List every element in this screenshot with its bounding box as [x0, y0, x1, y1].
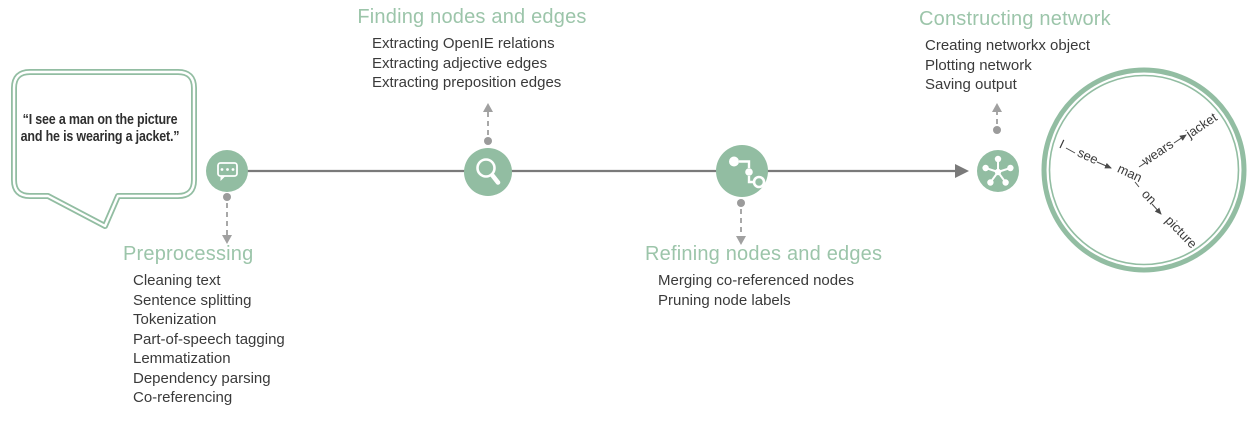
output-network-circle: I see man wears jacket on picture: [1041, 67, 1247, 273]
graph-node-label: I: [1057, 136, 1067, 151]
stage-item: Saving output: [925, 76, 1017, 93]
connector-dot: [993, 126, 1001, 134]
stage-item: Tokenization: [133, 311, 217, 328]
connector-dot: [223, 193, 231, 201]
stage-item: Co-referencing: [133, 389, 233, 406]
stage-node-refining: [716, 145, 768, 197]
stage-item: Creating networkx object: [925, 37, 1091, 54]
graph-edge: [1134, 181, 1140, 188]
chat-bubble-icon: [217, 162, 238, 181]
circle-outer-ring: [1041, 67, 1247, 273]
stage-title: Refining nodes and edges: [645, 243, 883, 265]
stage-label-finding: Finding nodes and edges Extracting OpenI…: [337, 6, 607, 93]
node-circle: [464, 148, 512, 196]
speech-bubble-text: “I see a man on the picture and he is we…: [20, 112, 180, 145]
stage-item: Plotting network: [925, 56, 1032, 74]
stage-node-constructing: [977, 150, 1019, 192]
stage-item: Pruning node labels: [658, 291, 791, 309]
stage-item-list: Extracting OpenIE relations Extracting a…: [372, 34, 607, 93]
stage-item: Extracting preposition edges: [372, 74, 562, 91]
speech-bubble-outline: [11, 69, 197, 229]
stage-item: Lemmatization: [133, 350, 231, 367]
stage-title: Preprocessing: [123, 243, 254, 265]
stage-item: Cleaning text: [133, 272, 221, 289]
stage-node-finding: [464, 148, 512, 196]
speech-bubble: [11, 69, 197, 229]
connector-dot: [737, 199, 745, 207]
stage-label-constructing: Constructing network Creating networkx o…: [919, 8, 1111, 95]
stage-item: Sentence splitting: [133, 291, 252, 309]
graph-edge: [1138, 162, 1146, 168]
stage-title: Finding nodes and edges: [357, 6, 587, 28]
stage-item-list: Creating networkx object Plotting networ…: [925, 36, 1111, 95]
node-circle: [716, 145, 768, 197]
stage-item-list: Cleaning text Sentence splitting Tokeniz…: [133, 271, 285, 408]
node-circle: [206, 150, 248, 192]
graph-edge-arrow: [1096, 161, 1112, 169]
connector-dot: [484, 137, 492, 145]
stage-label-preprocessing: Preprocessing Cleaning text Sentence spl…: [123, 243, 285, 408]
stage-item-list: Merging co-referenced nodes Pruning node…: [658, 271, 882, 310]
down-arrow-icon: [736, 236, 746, 245]
network-hub-icon: [982, 155, 1014, 186]
stage-item: Extracting adjective edges: [372, 54, 548, 72]
graph-edge-arrow: [1151, 203, 1162, 215]
stage-item: Dependency parsing: [133, 369, 271, 387]
graph-edge-arrow: [1173, 134, 1187, 144]
search-icon: [476, 158, 501, 185]
up-arrow-icon: [992, 103, 1002, 112]
workflow-icon: [729, 156, 766, 189]
up-arrow-icon: [483, 103, 493, 112]
stage-item: Extracting OpenIE relations: [372, 35, 555, 52]
stage-title: Constructing network: [919, 8, 1111, 30]
stage-item: Merging co-referenced nodes: [658, 272, 854, 289]
stage-label-refining: Refining nodes and edges Merging co-refe…: [645, 243, 882, 310]
circle-inner-ring: [1048, 74, 1240, 266]
stage-item: Part-of-speech tagging: [133, 330, 285, 348]
stage-node-preprocessing: [206, 150, 248, 192]
speech-bubble-inner-line: [12, 70, 196, 228]
graph-edge: [1065, 147, 1076, 154]
down-arrow-icon: [222, 235, 232, 244]
timeline-arrowhead-icon: [955, 164, 969, 178]
